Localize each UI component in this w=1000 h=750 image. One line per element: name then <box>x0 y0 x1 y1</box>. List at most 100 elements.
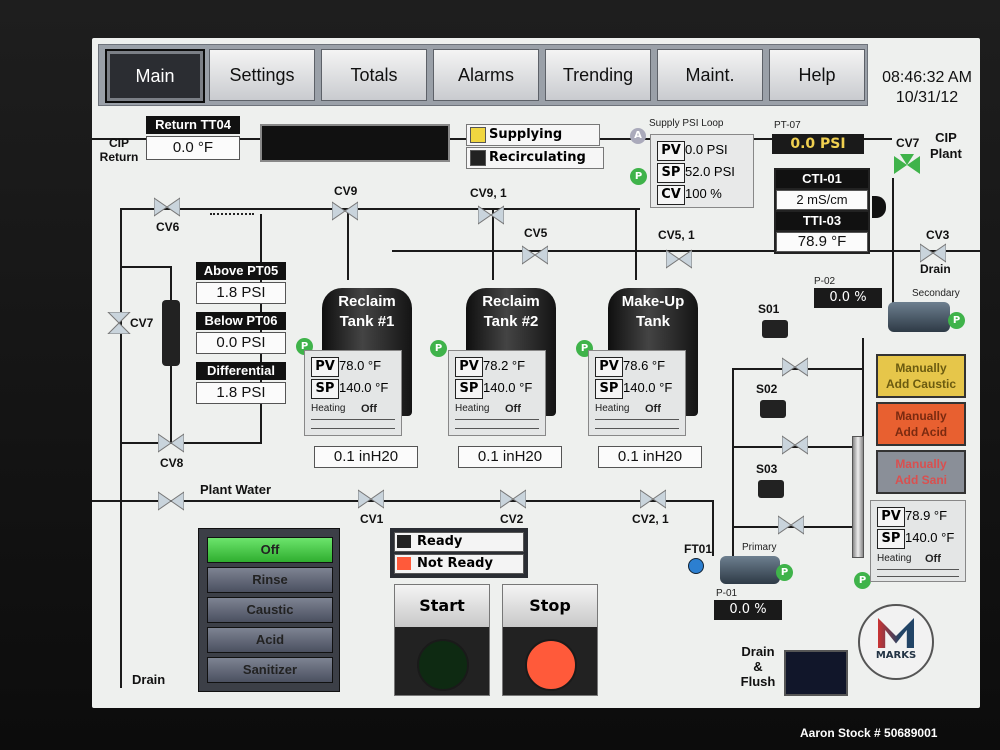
cv2-1-valve[interactable] <box>640 488 666 510</box>
pipe <box>712 500 714 556</box>
manual-add-sani-button[interactable]: Manually Add Sani <box>876 450 966 494</box>
cv8-valve[interactable] <box>158 432 184 454</box>
tab-alarms[interactable]: Alarms <box>433 49 539 101</box>
tank-2-pv: 78.2 °F <box>483 358 526 373</box>
pt07-value: 0.0 PSI <box>772 134 864 154</box>
status-recirculating: Recirculating <box>466 147 604 169</box>
stop-button[interactable]: Stop <box>502 584 598 696</box>
differential-title: Differential <box>196 362 286 380</box>
cv5-valve[interactable] <box>522 244 548 266</box>
cv6-valve[interactable] <box>154 196 180 218</box>
tab-totals[interactable]: Totals <box>321 49 427 101</box>
mode-rinse-button[interactable]: Rinse <box>207 567 333 593</box>
p-badge[interactable]: P <box>430 340 447 357</box>
cv9-label: CV9 <box>334 184 358 198</box>
sp-label: SP <box>311 379 339 399</box>
supply-cv-value: 100 % <box>685 186 722 201</box>
s02-valve[interactable] <box>782 434 808 456</box>
tank-1-sp[interactable]: 140.0 °F <box>339 380 389 395</box>
check-valve-icon <box>210 201 254 215</box>
p-badge[interactable]: P <box>948 312 965 329</box>
auto-badge[interactable]: A <box>630 128 646 144</box>
manual-add-caustic-button[interactable]: Manually Add Caustic <box>876 354 966 398</box>
cv5-1-valve[interactable] <box>666 248 692 270</box>
cv7-left-label: CV7 <box>130 316 154 330</box>
status-indicator-yellow <box>470 127 486 143</box>
cv1-label: CV1 <box>360 512 384 526</box>
heater-panel: PV 78.9 °F SP 140.0 °F Heating Off <box>870 500 966 582</box>
sp-label: SP <box>595 379 623 399</box>
status-supplying-text: Supplying <box>489 127 563 142</box>
plant-water-label: Plant Water <box>200 482 272 497</box>
mode-off-button[interactable]: Off <box>207 537 333 563</box>
secondary-pump-icon[interactable] <box>888 302 950 332</box>
not-ready-text: Not Ready <box>417 556 493 571</box>
plant-water-valve[interactable] <box>158 490 184 512</box>
tank-1-panel: PV 78.0 °F SP 140.0 °F Heating Off <box>304 350 402 436</box>
p-badge[interactable]: P <box>630 168 647 185</box>
filter-icon <box>162 300 180 366</box>
drain-flush-button[interactable] <box>784 650 848 696</box>
cip-plant-label: CIP Plant <box>930 130 962 161</box>
hmi-screen: Main Settings Totals Alarms Trending Mai… <box>92 38 980 708</box>
differential-value: 1.8 PSI <box>196 382 286 404</box>
manual-add-acid-button[interactable]: Manually Add Acid <box>876 402 966 446</box>
s03-valve[interactable] <box>778 514 804 536</box>
mode-sanitizer-button[interactable]: Sanitizer <box>207 657 333 683</box>
pt07-title: PT-07 <box>774 120 801 131</box>
cv2-label: CV2 <box>500 512 524 526</box>
tank-3-sp[interactable]: 140.0 °F <box>623 380 673 395</box>
pipe <box>892 178 894 318</box>
p-badge[interactable]: P <box>854 572 871 589</box>
tab-maint[interactable]: Maint. <box>657 49 763 101</box>
message-display <box>260 124 450 162</box>
pv-label: PV <box>455 357 483 377</box>
pipe <box>347 210 349 280</box>
pipe <box>635 210 637 280</box>
status-indicator-dark <box>470 150 486 166</box>
cv6-label: CV6 <box>156 220 180 234</box>
tank-2-panel: PV 78.2 °F SP 140.0 °F Heating Off <box>448 350 546 436</box>
supply-sp-value[interactable]: 52.0 PSI <box>685 164 735 179</box>
heater-coil-icon <box>455 419 539 429</box>
return-tt04-title: Return TT04 <box>146 116 240 134</box>
cv3-valve[interactable] <box>920 242 946 264</box>
tab-settings[interactable]: Settings <box>209 49 315 101</box>
heater-column-icon <box>852 436 864 558</box>
supply-pv-value: 0.0 PSI <box>685 142 728 157</box>
pipe <box>120 208 122 688</box>
tti-title: TTI-03 <box>776 212 868 230</box>
cti-tti-panel: CTI-01 2 mS/cm TTI-03 78.9 °F <box>774 168 870 254</box>
above-pt05-value: 1.8 PSI <box>196 282 286 304</box>
heater-sp[interactable]: 140.0 °F <box>905 530 955 545</box>
primary-pump-icon[interactable] <box>720 556 780 584</box>
cv7-top-valve[interactable] <box>894 154 920 176</box>
drain-left-label: Drain <box>132 672 166 687</box>
tank-name: Reclaim Tank #1 <box>338 293 396 330</box>
cv9-1-valve[interactable] <box>478 204 504 226</box>
mode-caustic-button[interactable]: Caustic <box>207 597 333 623</box>
tank-2-sp[interactable]: 140.0 °F <box>483 380 533 395</box>
marks-logo-icon <box>878 618 914 648</box>
return-tt04-value: 0.0 °F <box>146 136 240 160</box>
cv2-valve[interactable] <box>500 488 526 510</box>
cv1-valve[interactable] <box>358 488 384 510</box>
mode-acid-button[interactable]: Acid <box>207 627 333 653</box>
ft01-label: FT01 <box>684 542 713 556</box>
pipe <box>492 210 494 280</box>
start-button[interactable]: Start <box>394 584 490 696</box>
tank-2-heating-state: Off <box>505 403 521 415</box>
cv-label: CV <box>657 185 685 205</box>
tab-main[interactable]: Main <box>105 49 205 103</box>
sp-label: SP <box>877 529 905 549</box>
tab-trending[interactable]: Trending <box>545 49 651 101</box>
pipe <box>120 442 262 444</box>
above-pt05-title: Above PT05 <box>196 262 286 280</box>
cv7-left-valve[interactable] <box>106 312 132 334</box>
below-pt06-title: Below PT06 <box>196 312 286 330</box>
p-badge[interactable]: P <box>776 564 793 581</box>
sp-label: SP <box>455 379 483 399</box>
tab-help[interactable]: Help <box>769 49 865 101</box>
cv9-valve[interactable] <box>332 200 358 222</box>
s01-valve[interactable] <box>782 356 808 378</box>
